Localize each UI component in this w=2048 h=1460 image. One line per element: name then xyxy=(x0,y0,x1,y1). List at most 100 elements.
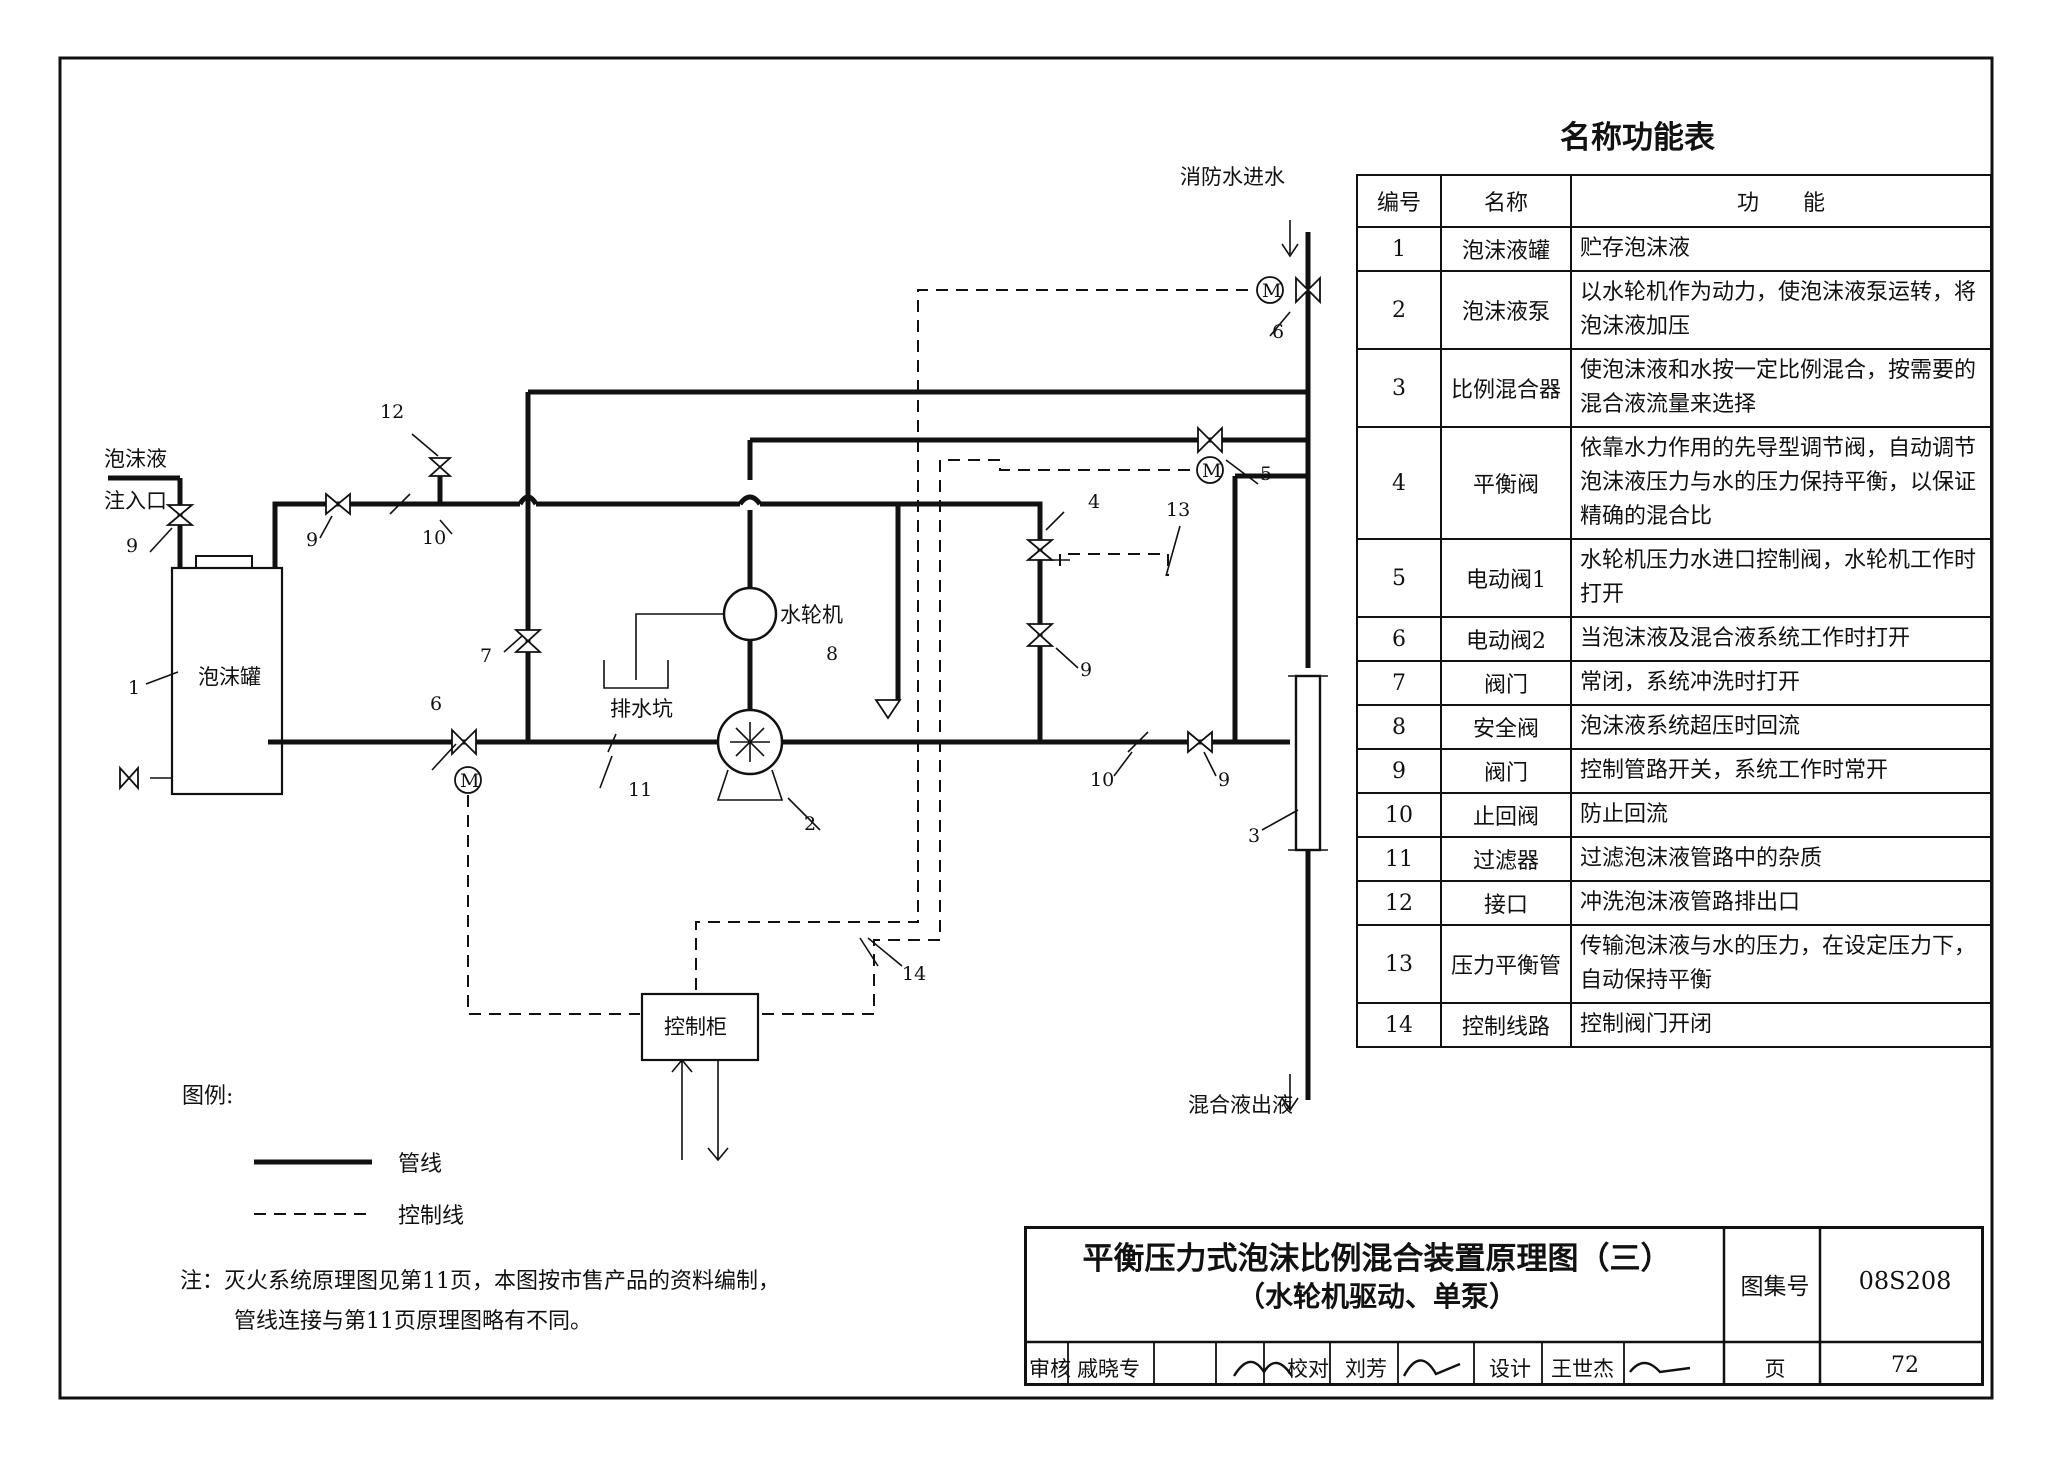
component-number: 13 xyxy=(1166,499,1190,521)
drawing-title: 平衡压力式泡沫比例混合装置原理图（三） （水轮机驱动、单泵） xyxy=(1027,1239,1727,1315)
diagram-labels: 消防水进水 泡沫液 注入口 泡沫罐 水轮机 排水坑 控制柜 混合液出液 M M … xyxy=(104,165,1293,1117)
row-name: 电动阀1 xyxy=(1440,538,1572,618)
row-number: 1 xyxy=(1356,226,1442,272)
row-number: 7 xyxy=(1356,660,1442,706)
row-function: 传输泡沫液与水的压力，在设定压力下，自动保持平衡 xyxy=(1570,924,1992,1004)
row-number: 3 xyxy=(1356,348,1442,428)
row-name: 阀门 xyxy=(1440,660,1572,706)
row-function: 冲洗泡沫液管路排出口 xyxy=(1570,880,1992,926)
motor-symbol: M xyxy=(1202,460,1221,482)
title-block-grid xyxy=(1024,1226,1984,1386)
label-mixed-outlet: 混合液出液 xyxy=(1188,1093,1293,1117)
row-name: 平衡阀 xyxy=(1440,426,1572,540)
row-function: 水轮机压力水进口控制阀，水轮机工作时打开 xyxy=(1570,538,1992,618)
pipe-lines xyxy=(108,232,1311,1100)
control-cabinet xyxy=(640,992,760,1062)
row-function: 依靠水力作用的先导型调节阀，自动调节泡沫液压力与水的压力保持平衡，以保证精确的混… xyxy=(1570,426,1992,540)
signature-marks xyxy=(1232,1359,1691,1377)
checker-name: 刘芳 xyxy=(1345,1357,1387,1381)
row-name: 压力平衡管 xyxy=(1440,924,1572,1004)
drawing-title-line-2: （水轮机驱动、单泵） xyxy=(1236,1280,1517,1313)
component-number: 5 xyxy=(1260,463,1272,485)
component-number: 2 xyxy=(804,813,816,835)
component-number: 9 xyxy=(1080,659,1092,681)
label-drain-pit: 排水坑 xyxy=(610,697,673,721)
component-number: 9 xyxy=(126,535,138,557)
component-number: 7 xyxy=(480,645,492,667)
component-number: 1 xyxy=(128,677,140,699)
header-number: 编号 xyxy=(1356,174,1442,228)
component-number: 10 xyxy=(1090,769,1114,791)
designer-name: 王世杰 xyxy=(1551,1357,1614,1381)
component-number: 11 xyxy=(628,779,652,801)
notes: 注：灭火系统原理图见第11页，本图按市售产品的资料编制， 管线连接与第11页原理… xyxy=(180,1262,780,1342)
row-name: 泡沫液罐 xyxy=(1440,226,1572,272)
drawing-title-line-1: 平衡压力式泡沫比例混合装置原理图（三） xyxy=(1082,1241,1672,1277)
legend-pipe-label: 管线 xyxy=(398,1152,443,1177)
row-function: 防止回流 xyxy=(1570,792,1992,838)
legend-title: 图例: xyxy=(182,1084,234,1109)
row-number: 9 xyxy=(1356,748,1442,794)
label-foam-inlet-1: 泡沫液 xyxy=(104,447,167,471)
designer-label: 设计 xyxy=(1489,1357,1531,1381)
motor-symbol: M xyxy=(1262,280,1281,302)
table-header-row: 编号 名称 功 能 xyxy=(1356,174,1992,228)
row-function: 过滤泡沫液管路中的杂质 xyxy=(1570,836,1992,882)
row-number: 5 xyxy=(1356,538,1442,618)
row-number: 14 xyxy=(1356,1002,1442,1048)
row-number: 6 xyxy=(1356,616,1442,662)
row-number: 2 xyxy=(1356,270,1442,350)
component-number: 9 xyxy=(306,529,318,551)
header-function: 功 能 xyxy=(1570,174,1992,228)
page-number: 72 xyxy=(1891,1353,1919,1378)
row-name: 泡沫液泵 xyxy=(1440,270,1572,350)
component-number: 10 xyxy=(422,527,446,549)
label-foam-tank: 泡沫罐 xyxy=(198,665,261,689)
row-function: 控制阀门开闭 xyxy=(1570,1002,1992,1048)
water-turbine-symbol xyxy=(722,586,778,642)
component-number: 6 xyxy=(430,693,442,715)
page-label: 页 xyxy=(1764,1357,1786,1381)
row-number: 12 xyxy=(1356,880,1442,926)
leader-lines xyxy=(145,311,1299,967)
row-name: 电动阀2 xyxy=(1440,616,1572,662)
component-number: 12 xyxy=(380,401,404,423)
row-function: 使泡沫液和水按一定比例混合，按需要的混合液流量来选择 xyxy=(1570,348,1992,428)
row-number: 8 xyxy=(1356,704,1442,750)
row-number: 4 xyxy=(1356,426,1442,540)
component-number: 14 xyxy=(902,963,926,985)
component-number: 6 xyxy=(1272,321,1284,343)
component-number: 4 xyxy=(1088,491,1100,513)
label-control-cabinet: 控制柜 xyxy=(664,1015,727,1039)
label-fire-water-inlet: 消防水进水 xyxy=(1180,165,1285,189)
note-line-2: 管线连接与第11页原理图略有不同。 xyxy=(234,1309,592,1334)
row-function: 以水轮机作为动力，使泡沫液泵运转，将泡沫液加压 xyxy=(1570,270,1992,350)
row-function: 泡沫液系统超压时回流 xyxy=(1570,704,1992,750)
control-lines xyxy=(467,289,1248,1015)
component-number: 3 xyxy=(1248,825,1260,847)
row-function: 当泡沫液及混合液系统工作时打开 xyxy=(1570,616,1992,662)
row-function: 贮存泡沫液 xyxy=(1570,226,1992,272)
row-name: 比例混合器 xyxy=(1440,348,1572,428)
reviewer-label: 审核 xyxy=(1029,1357,1071,1381)
row-name: 阀门 xyxy=(1440,748,1572,794)
row-name: 止回阀 xyxy=(1440,792,1572,838)
label-water-turbine: 水轮机 xyxy=(780,603,843,627)
function-table-title: 名称功能表 xyxy=(1560,120,1715,156)
valve-symbols xyxy=(119,275,1321,794)
proportional-mixer xyxy=(1288,674,1328,852)
